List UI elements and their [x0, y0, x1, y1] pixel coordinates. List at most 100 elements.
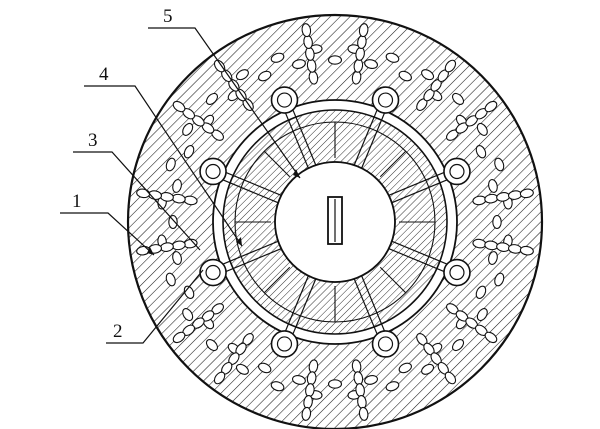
chain-link [494, 272, 505, 287]
chain-link [358, 406, 369, 421]
chain-link [444, 59, 457, 73]
chain-link [327, 55, 343, 65]
chain-link [488, 251, 498, 266]
clamp-nodes [199, 86, 471, 358]
ring-divider [263, 266, 291, 294]
chain-link [364, 375, 379, 385]
chain-link [494, 157, 505, 172]
spoke-edge [391, 240, 454, 268]
chain-link [476, 308, 488, 322]
chain-link [291, 59, 306, 69]
clamp-node-core [449, 163, 465, 180]
radial-spokes [216, 103, 454, 341]
ring-divider [379, 266, 407, 294]
chain-link [452, 92, 465, 105]
chain-link [165, 272, 176, 287]
chain-link [519, 245, 534, 256]
chain-link [492, 214, 502, 230]
chain-link [291, 375, 306, 385]
chain-link [444, 371, 457, 385]
chain-link [258, 70, 272, 82]
chain-link [270, 381, 285, 392]
chain-link [213, 59, 226, 73]
clamp-node-core [276, 336, 293, 352]
chain-link [476, 122, 488, 136]
arrow-head-1 [147, 247, 154, 255]
chain-link [172, 331, 186, 344]
chain-link [421, 69, 435, 81]
spoke-edge [391, 176, 454, 204]
chain-link [488, 178, 498, 193]
spoke-edge [282, 106, 309, 169]
clamp-node-core [449, 264, 465, 281]
spoke-edge [388, 248, 451, 275]
chain-link [475, 285, 487, 299]
chain-channels [136, 23, 534, 421]
spoke-edge [388, 169, 451, 196]
leader-arrows [147, 169, 300, 255]
central-hub [274, 161, 396, 283]
clamp-node-core [377, 92, 394, 108]
chain-link [364, 59, 379, 69]
chain-link [235, 69, 249, 81]
chain-link [172, 178, 182, 193]
chain-link [327, 379, 343, 389]
chain-link [172, 100, 186, 113]
chain-link [182, 122, 194, 136]
chain-link [484, 100, 498, 113]
leader-line-3 [73, 151, 201, 251]
spoke-edge [219, 169, 282, 196]
callout-label-3: 3 [88, 130, 98, 151]
chain-link [301, 406, 312, 421]
callout-label-4: 4 [99, 64, 109, 85]
spoke-edge [282, 275, 309, 338]
arrow-head-4 [236, 237, 242, 246]
chain-link [205, 339, 218, 352]
chain-link [398, 70, 412, 82]
chain-link [235, 363, 249, 375]
spoke-edge [361, 275, 388, 338]
chain-link [168, 214, 178, 230]
chain-link [183, 145, 195, 159]
spoke-edge [353, 278, 381, 341]
chain-link [205, 92, 218, 105]
ring-divider [379, 150, 407, 178]
clamp-node-core [276, 92, 293, 108]
ring-divider [263, 150, 291, 178]
leader-line-1 [60, 212, 155, 256]
chain-link [452, 339, 465, 352]
chain-link [358, 23, 369, 38]
leader-line-5 [148, 27, 301, 179]
chain-link [172, 251, 182, 266]
chain-link [398, 362, 412, 374]
chain-link [182, 308, 194, 322]
spoke-edge [361, 106, 388, 169]
chain-link [213, 371, 226, 385]
chain-link [484, 331, 498, 344]
chain-link [519, 188, 534, 199]
clamp-node-core [205, 163, 221, 180]
chain-link [475, 145, 487, 159]
clamp-node-core [205, 264, 221, 281]
leader-lines [60, 27, 301, 344]
arrow-head-5 [293, 169, 300, 178]
chain-link [421, 363, 435, 375]
spoke-edge [216, 240, 279, 268]
chain-link [258, 362, 272, 374]
chain-link [385, 381, 400, 392]
spoke-edge [216, 176, 279, 204]
callout-label-2: 2 [113, 321, 123, 342]
spoke-edge [289, 278, 317, 341]
chain-link [385, 52, 400, 63]
leader-line-4 [84, 85, 243, 247]
spoke-edge [289, 103, 317, 166]
chain-link [270, 52, 285, 63]
chain-link [301, 23, 312, 38]
chain-link [165, 157, 176, 172]
leader-line-2 [106, 269, 204, 344]
spoke-edge [353, 103, 381, 166]
spoke-edge [219, 248, 282, 275]
callout-label-1: 1 [72, 191, 82, 212]
